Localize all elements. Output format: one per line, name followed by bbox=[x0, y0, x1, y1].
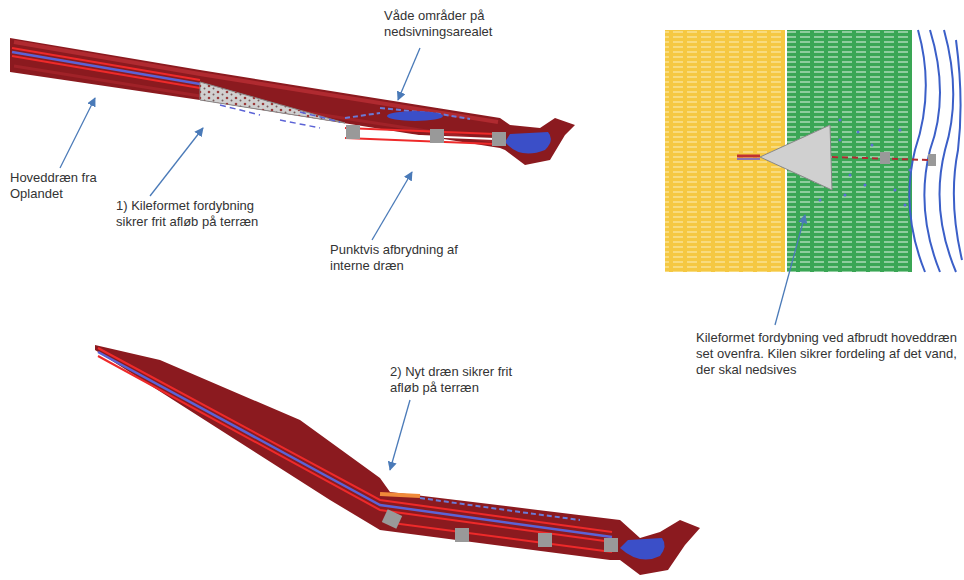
callout-label: 1) Kileformet fordybning sikrer frit afl… bbox=[116, 198, 276, 230]
callout-label: Våde områder på nedsivningsarealet bbox=[384, 8, 544, 40]
callout-label: Kileformet fordybning ved afbrudt hovedd… bbox=[696, 330, 958, 378]
plan-view bbox=[665, 30, 962, 272]
callout-label: 2) Nyt dræn sikrer frit afløb på terræn bbox=[390, 364, 540, 396]
leader-lines bbox=[60, 48, 805, 470]
cross-section-2 bbox=[95, 345, 700, 575]
callout-label: Hoveddræn fra Oplandet bbox=[10, 170, 120, 202]
cross-section-1 bbox=[10, 38, 575, 165]
callout-label: Punktvis afbrydning af interne dræn bbox=[330, 242, 480, 274]
